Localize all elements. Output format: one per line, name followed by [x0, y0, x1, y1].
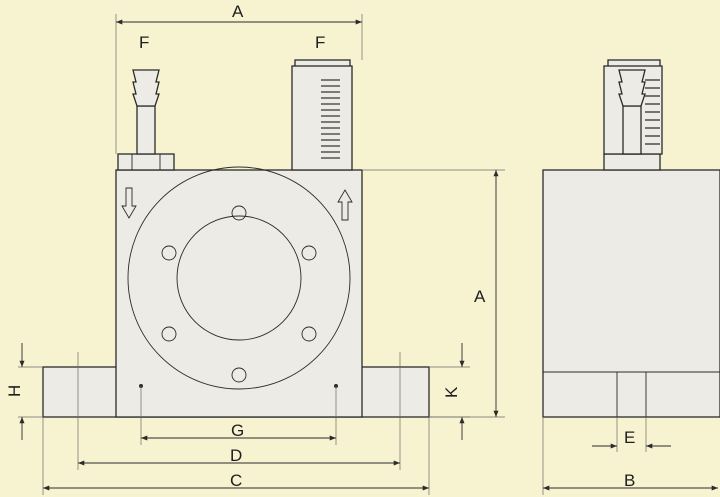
label-a-side: A: [474, 287, 486, 306]
bolt-hole: [301, 245, 317, 261]
label-c: C: [230, 471, 242, 490]
side-fittings: [603, 59, 663, 171]
label-g: G: [231, 421, 244, 440]
bolt-holes: [161, 205, 317, 383]
bolt-hole: [231, 367, 247, 383]
center-bore: [176, 215, 302, 341]
bolt-hole: [231, 205, 247, 221]
bolt-hole: [161, 245, 177, 261]
label-f-right: F: [315, 33, 325, 52]
up-arrow-icon: [337, 189, 353, 221]
label-h: H: [5, 385, 24, 397]
label-f-left: F: [139, 33, 149, 52]
label-b: B: [624, 471, 635, 490]
label-k: K: [442, 386, 461, 398]
bolt-hole: [301, 326, 317, 342]
side-body: [542, 169, 720, 418]
label-e: E: [624, 428, 635, 447]
down-arrow-icon: [121, 187, 137, 219]
label-a-top: A: [232, 2, 244, 21]
main-body: [115, 169, 363, 418]
bolt-hole: [161, 326, 177, 342]
label-d: D: [230, 446, 242, 465]
inlet-hose-fitting: [117, 69, 175, 171]
flange-ring: [127, 166, 351, 390]
front-view: [18, 14, 505, 495]
side-view: [542, 59, 720, 495]
exhaust-silencer: [291, 59, 353, 171]
